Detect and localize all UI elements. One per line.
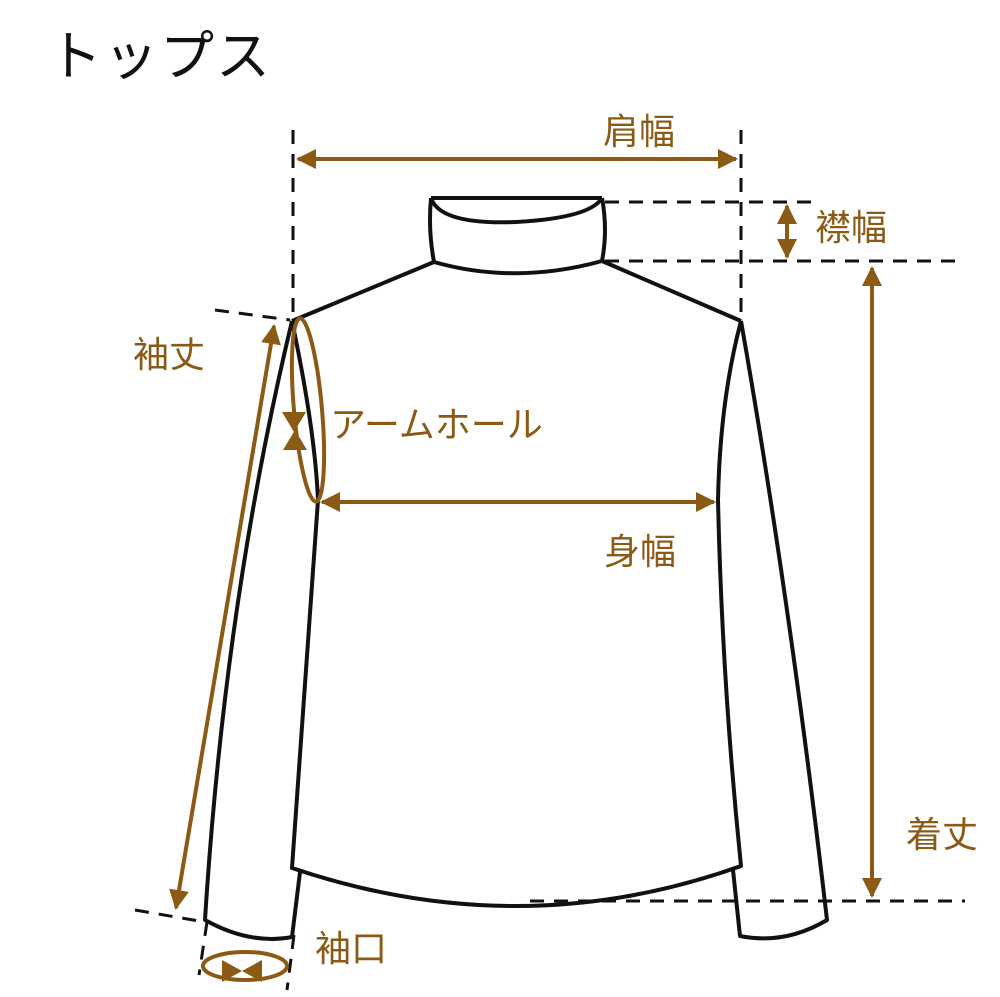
loop-arrowheads	[222, 412, 307, 982]
label-body-width: 身幅	[604, 532, 677, 573]
label-armhole: アームホール	[330, 405, 543, 446]
cuff-loop	[201, 950, 289, 982]
label-total-length: 着丈	[906, 815, 979, 856]
armhole-loop	[289, 316, 327, 504]
label-cuff: 袖口	[315, 929, 388, 970]
garment-outline	[203, 196, 829, 941]
label-shoulder-width: 肩幅	[603, 112, 676, 153]
guide-lines	[134, 130, 965, 991]
page-title: トップス	[48, 25, 272, 88]
label-sleeve-length: 袖丈	[133, 335, 206, 376]
sleeve-length-arrow	[169, 324, 281, 910]
label-collar-width: 襟幅	[815, 208, 888, 249]
measurement-arrows	[169, 149, 882, 982]
